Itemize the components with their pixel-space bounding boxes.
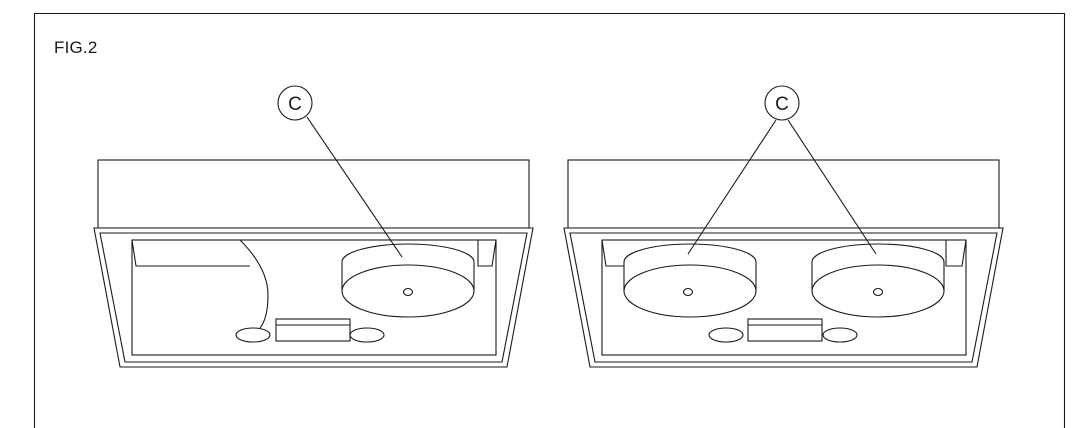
left-unit-inner-cavity [131, 239, 497, 356]
left-unit-top-housing [97, 159, 530, 229]
right-unit-inner-cavity [601, 239, 967, 356]
left-callout-label: C [288, 94, 302, 115]
right-callout-label: C [775, 94, 789, 115]
right-unit-right-wedge [945, 239, 967, 267]
right-unit-callout-c: C [687, 85, 877, 255]
right-unit-top-housing [567, 159, 1000, 229]
left-unit-callout-c: C [277, 85, 403, 258]
right-unit-left-wedge [601, 239, 624, 267]
left-unit-right-wedge [477, 239, 497, 267]
left-unit-left-wedge [131, 239, 250, 267]
figure-border [33, 12, 1066, 428]
left-unit-cable [239, 239, 269, 329]
right-unit-sounder-right [811, 243, 945, 318]
right-unit-connector [708, 318, 858, 343]
left-unit-connector [235, 318, 385, 343]
left-unit-sounder [341, 243, 475, 318]
figure-label: FIG.2 [54, 38, 98, 57]
right-unit-sounder-left [623, 243, 757, 318]
right-unit: C [563, 85, 1004, 368]
right-unit-inner-rim [569, 232, 998, 363]
left-unit-inner-rim [99, 232, 528, 363]
left-unit: C [93, 85, 534, 368]
